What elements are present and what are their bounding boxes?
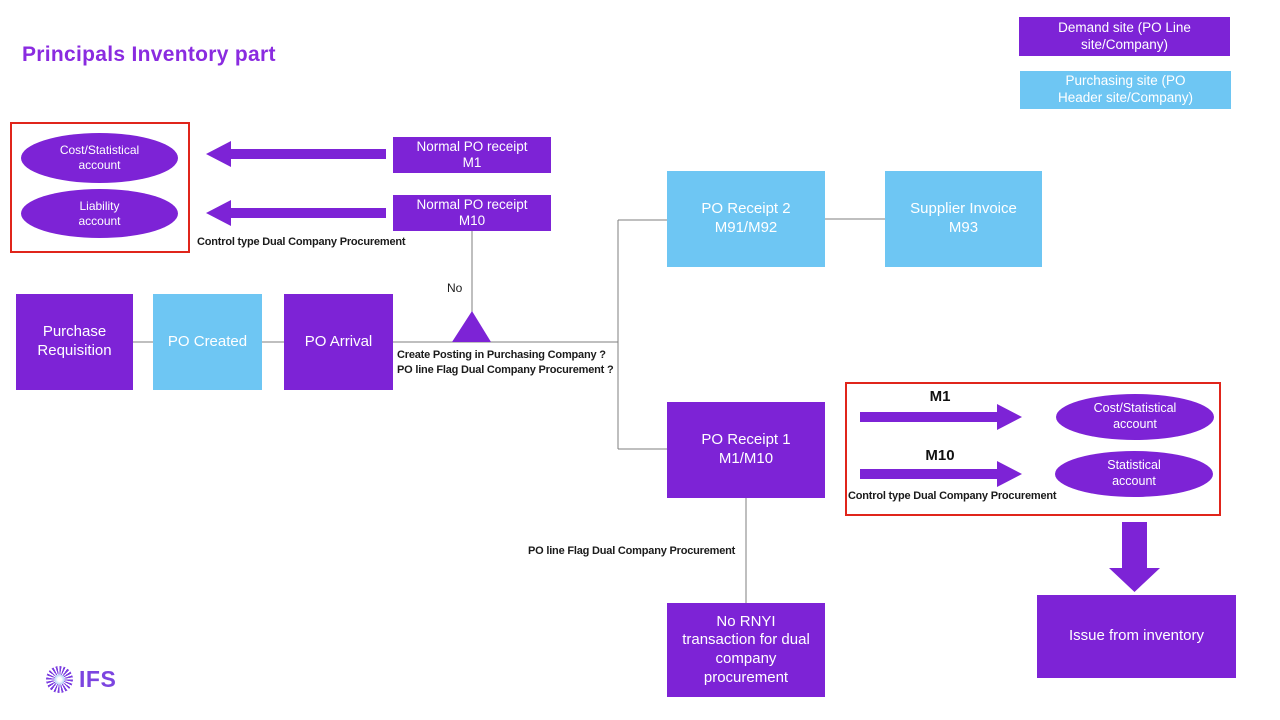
node-cost-statistical-account-right: Cost/Statistical account (1056, 394, 1214, 440)
node-issue-from-inventory: Issue from inventory (1037, 595, 1236, 678)
decision-triangle (452, 311, 491, 342)
node-normal-po-receipt-m10: Normal PO receipt M10 (393, 195, 551, 231)
arrow-right-m1 (860, 404, 1022, 430)
control-type-label-left: Control type Dual Company Procurement (197, 236, 406, 248)
arrow-left-m1 (206, 141, 386, 167)
legend-demand-site: Demand site (PO Line site/Company) (1019, 17, 1230, 56)
m10-transaction-label: M10 (925, 447, 955, 464)
page-title: Principals Inventory part (22, 43, 276, 66)
no-branch-label: No (447, 281, 463, 295)
node-po-receipt-2: PO Receipt 2 M91/M92 (667, 171, 825, 267)
node-liability-account: Liability account (21, 189, 178, 238)
arrow-left-m10 (206, 200, 386, 226)
node-po-arrival: PO Arrival (284, 294, 393, 390)
legend-purchasing-site: Purchasing site (PO Header site/Company) (1020, 71, 1231, 109)
control-type-label-right: Control type Dual Company Procurement (848, 490, 1057, 502)
node-po-receipt-1: PO Receipt 1 M1/M10 (667, 402, 825, 498)
decision-question-line2: PO line Flag Dual Company Procurement ? (397, 364, 614, 376)
ifs-logo-text: IFS (79, 666, 117, 692)
node-supplier-invoice: Supplier Invoice M93 (885, 171, 1042, 267)
node-normal-po-receipt-m1: Normal PO receipt M1 (393, 137, 551, 173)
po-line-flag-label: PO line Flag Dual Company Procurement (528, 545, 736, 557)
arrow-right-m10 (860, 461, 1022, 487)
left-accounts-frame (10, 122, 190, 253)
arrow-down-issue (1109, 522, 1160, 592)
node-purchase-requisition: Purchase Requisition (16, 294, 133, 390)
decision-question-line1: Create Posting in Purchasing Company ? (397, 349, 606, 361)
node-po-created: PO Created (153, 294, 262, 390)
node-statistical-account: Statistical account (1055, 451, 1213, 497)
m1-transaction-label: M1 (929, 388, 951, 405)
right-accounts-frame (845, 382, 1221, 516)
ifs-logo-icon (46, 666, 73, 693)
node-no-rnyi-transaction: No RNYI transaction for dual company pro… (667, 603, 825, 697)
node-cost-statistical-account-left: Cost/Statistical account (21, 133, 178, 183)
